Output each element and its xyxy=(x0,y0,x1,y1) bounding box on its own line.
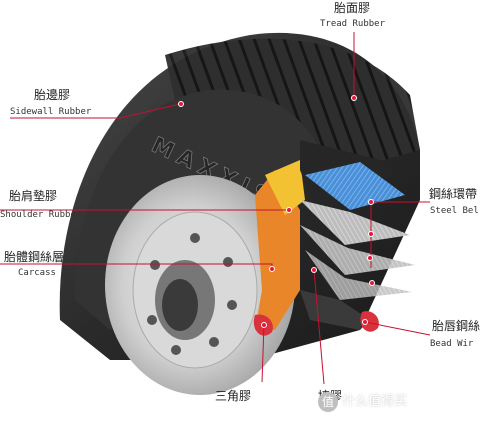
hub-bore xyxy=(162,279,198,331)
label-shoulder-rubber-en: Shoulder Rubber xyxy=(0,210,82,220)
marker-sidewall xyxy=(178,101,184,107)
marker-bead-wire xyxy=(362,319,368,325)
lug-hole xyxy=(147,315,157,325)
marker-carcass xyxy=(269,266,275,272)
marker-steel-belt-3 xyxy=(367,255,373,261)
label-tread-rubber-en: Tread Rubber xyxy=(320,19,386,29)
layer-steel-belt-1 xyxy=(305,162,405,210)
layer-steel-belt-2 xyxy=(300,200,410,245)
label-steel-belt-en: Steel Bel xyxy=(430,206,479,216)
label-bead-wire-en: Bead Wir xyxy=(430,339,474,349)
layer-steel-belt-4 xyxy=(305,250,412,300)
marker-shoulder xyxy=(286,207,292,213)
leader-sidewall xyxy=(10,103,181,119)
leader-apex xyxy=(261,323,265,383)
watermark-logo-icon: 值 xyxy=(318,392,338,412)
lug-hole xyxy=(171,345,181,355)
label-carcass-en: Carcass xyxy=(18,268,56,278)
layer-shoulder xyxy=(265,160,305,215)
leader-bead-wire xyxy=(364,321,431,336)
lug-hole xyxy=(227,300,237,310)
bead-right xyxy=(360,311,379,332)
marker-steel-belt-1 xyxy=(368,199,374,205)
tread-surface xyxy=(165,38,420,175)
wheel-rim xyxy=(105,175,295,395)
label-sidewall-rubber-zh: 胎邊膠 xyxy=(34,88,71,102)
label-sidewall-rubber-en: Sidewall Rubber xyxy=(10,107,92,117)
label-bead-wire-zh: 胎唇鋼絲 xyxy=(432,319,481,333)
marker-filler xyxy=(311,267,317,273)
leader-filler xyxy=(313,269,325,385)
marker-tread xyxy=(351,95,357,101)
layer-inner-liner xyxy=(300,290,370,330)
lug-hole xyxy=(223,257,233,267)
label-steel-belt-zh: 鋼絲環帶 xyxy=(429,187,478,201)
label-shoulder-rubber-zh: 胎肩墊膠 xyxy=(9,189,58,203)
marker-steel-belt-4 xyxy=(369,280,375,286)
marker-steel-belt-2 xyxy=(368,231,374,237)
label-apex-zh: 三角膠 xyxy=(215,389,252,403)
watermark-text: 什么值得买 xyxy=(342,394,408,409)
marker-dots xyxy=(178,95,375,328)
label-tread-rubber-zh: 胎面膠 xyxy=(334,1,371,15)
lug-hole xyxy=(150,260,160,270)
lug-hole xyxy=(209,337,219,347)
lug-hole xyxy=(190,233,200,243)
label-carcass-zh: 胎體鋼絲層 xyxy=(4,250,65,264)
marker-apex xyxy=(261,322,267,328)
layer-steel-belt-3 xyxy=(300,225,415,275)
